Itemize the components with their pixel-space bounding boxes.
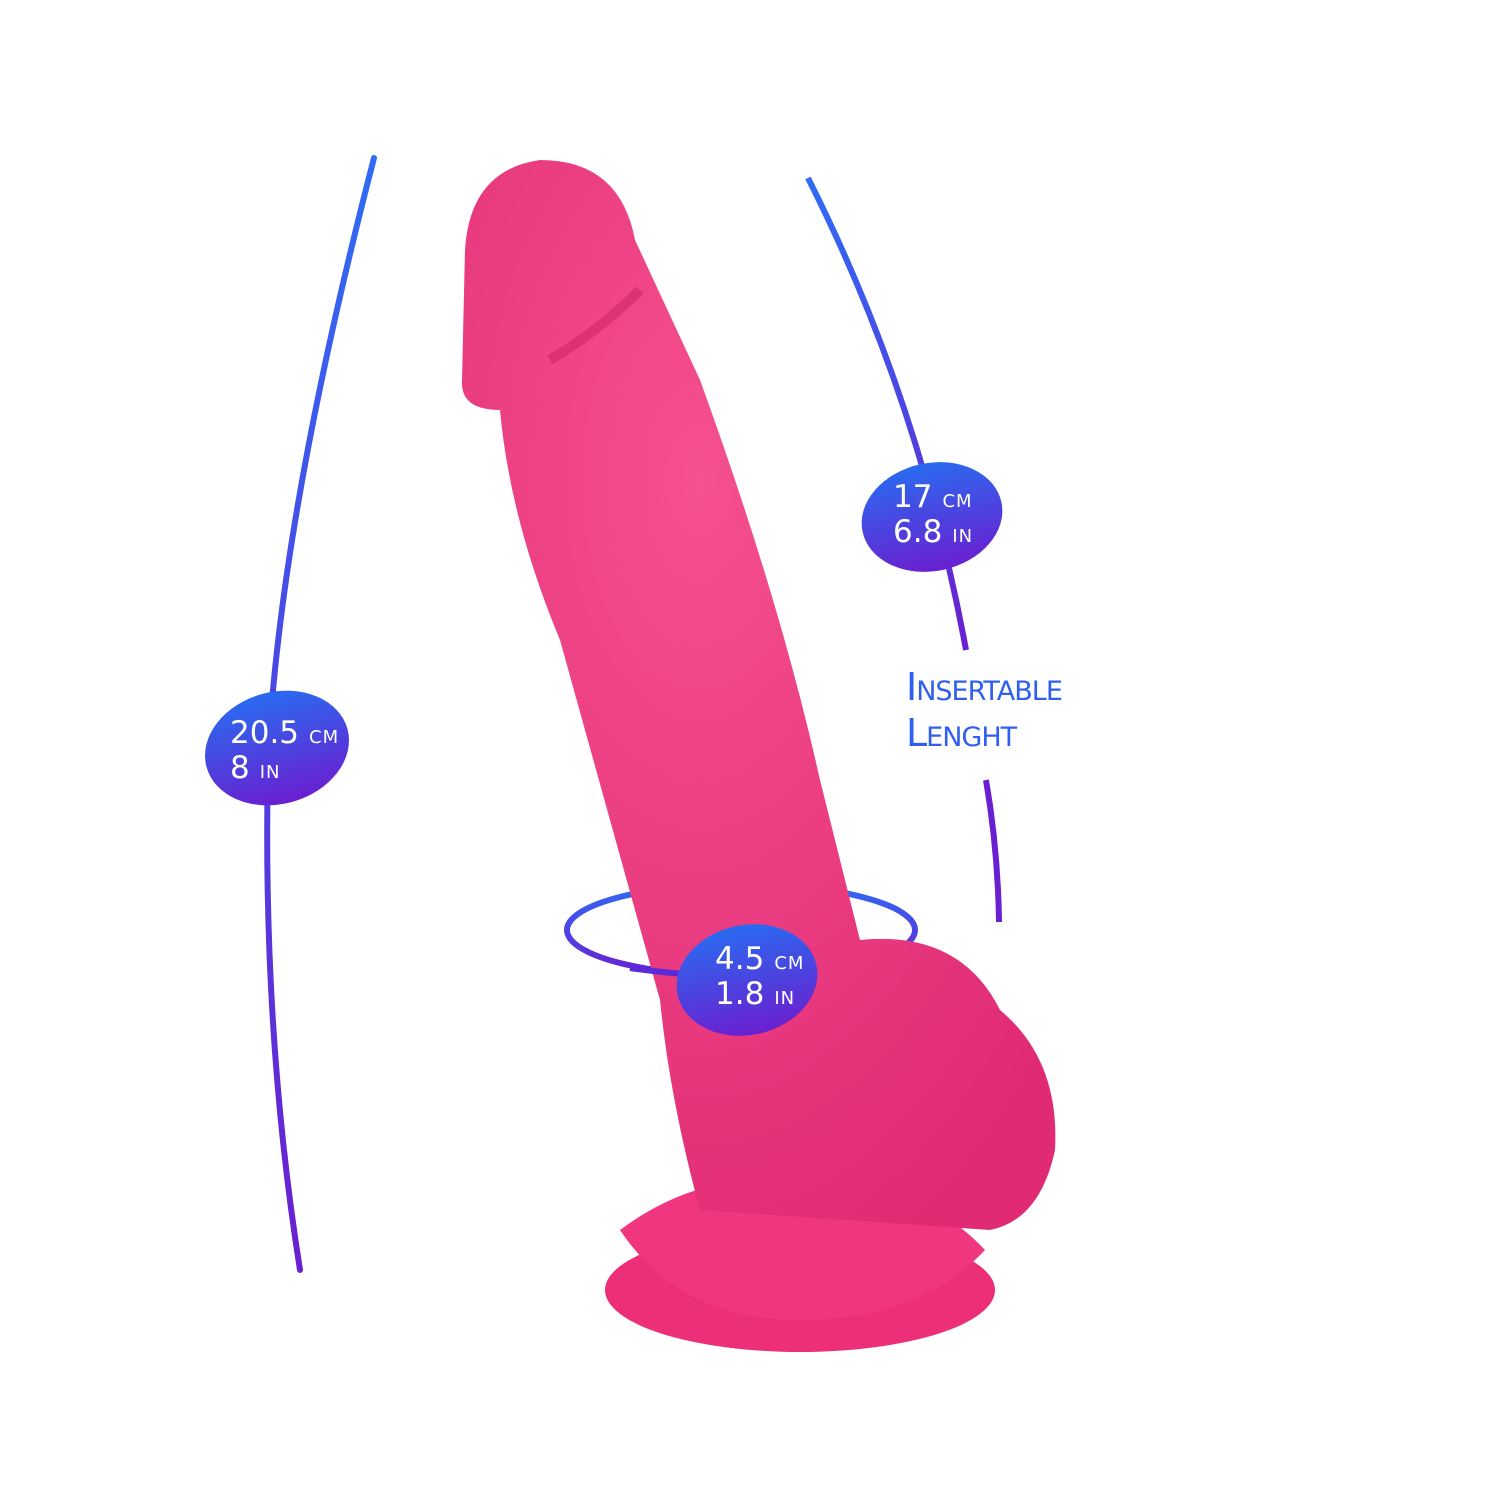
diameter-in-value: 1.8 xyxy=(715,976,765,1012)
insertable-cm-unit: CM xyxy=(942,491,973,512)
insertable-label-line1: Insertable xyxy=(906,665,1063,709)
insertable-in-value: 6.8 xyxy=(893,514,943,550)
diameter-in-unit: IN xyxy=(774,988,796,1009)
insertable-badge-bg xyxy=(861,462,1003,572)
diameter-cm-unit: CM xyxy=(774,953,805,974)
diameter-cm-value: 4.5 xyxy=(715,941,765,977)
total-in-value: 8 xyxy=(230,750,250,786)
total-length-badge: 20.5 CM 8 IN xyxy=(230,718,339,784)
insertable-length-line-lower xyxy=(983,779,1002,923)
product-silhouette xyxy=(461,160,1056,1352)
total-cm-unit: CM xyxy=(309,727,340,748)
insertable-length-label: Insertable Lenght xyxy=(906,664,1063,756)
total-in-unit: IN xyxy=(259,762,281,783)
insertable-label-line2: Lenght xyxy=(906,711,1017,755)
insertable-length-line xyxy=(805,176,969,651)
insertable-length-badge: 17 CM 6.8 IN xyxy=(893,482,973,548)
diameter-badge-bg xyxy=(676,924,818,1036)
insertable-in-unit: IN xyxy=(952,526,974,547)
total-cm-value: 20.5 xyxy=(230,715,300,751)
total-length-badge-bg xyxy=(205,690,349,806)
insertable-cm-value: 17 xyxy=(893,479,933,515)
diameter-badge: 4.5 CM 1.8 IN xyxy=(715,944,804,1010)
